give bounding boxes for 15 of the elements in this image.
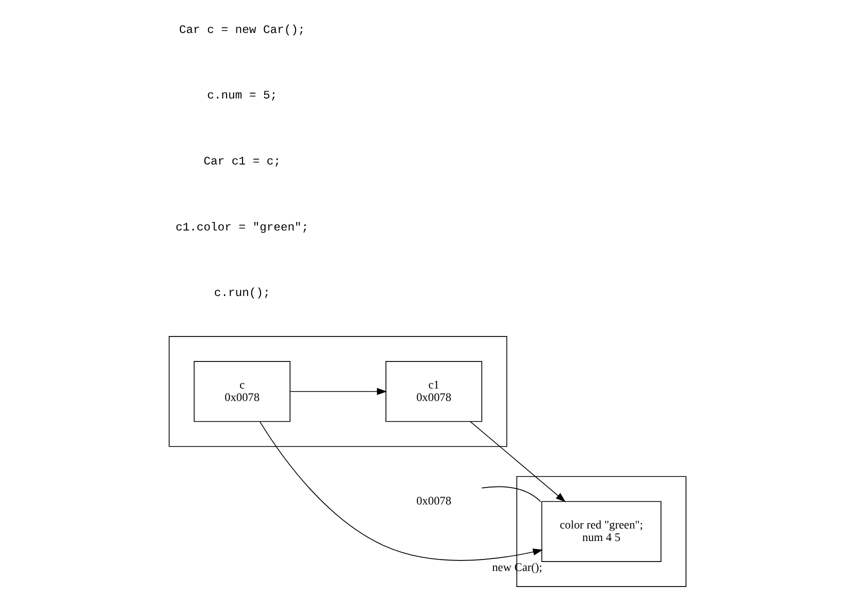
label: c.run(); bbox=[214, 286, 270, 300]
cluster bbox=[516, 476, 686, 587]
connector bbox=[481, 486, 541, 502]
arrow bbox=[470, 421, 566, 502]
arrow bbox=[290, 388, 387, 395]
node-text: 0x0078 bbox=[416, 494, 452, 508]
node-box: c1 0x0078 bbox=[385, 361, 482, 422]
node-box: c 0x0078 bbox=[194, 361, 290, 422]
label: Car c = new Car(); bbox=[179, 22, 306, 37]
label: c.num = 5; bbox=[207, 88, 278, 103]
arrow bbox=[260, 421, 543, 561]
cluster bbox=[168, 336, 508, 447]
label: c1.color = "green"; bbox=[176, 220, 309, 234]
node-box: color red "green"; num 4 5 bbox=[541, 501, 662, 562]
label: Car c1 = c; bbox=[204, 154, 281, 168]
